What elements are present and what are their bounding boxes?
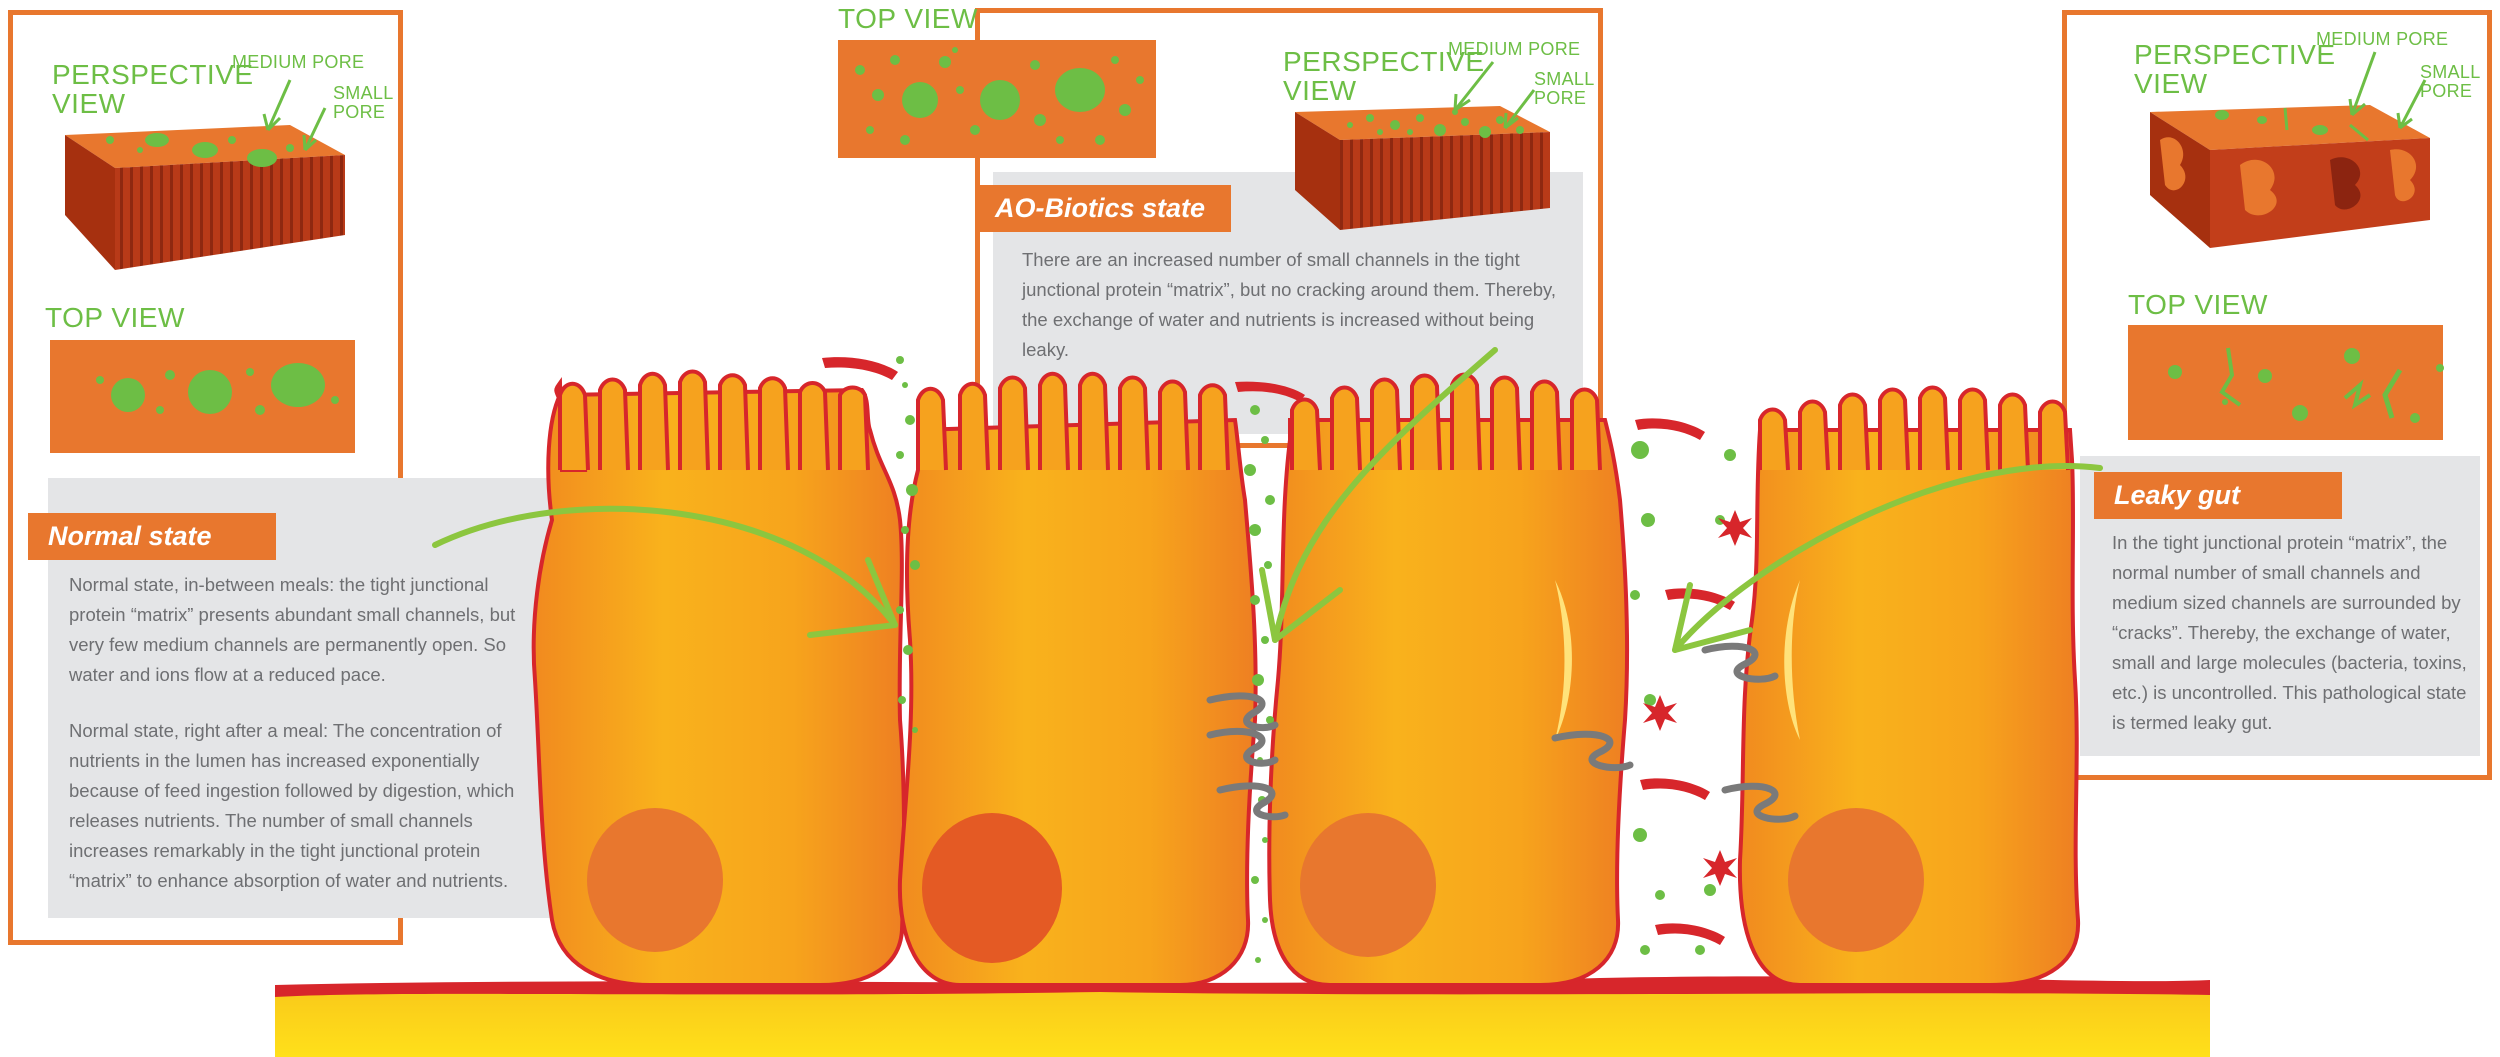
epithelial-cells bbox=[531, 369, 2081, 987]
aobiotics-top-view-label: TOP VIEW bbox=[838, 3, 978, 34]
normal-state-description: Normal state, in-between meals: the tigh… bbox=[69, 570, 547, 922]
nutrient-particles bbox=[896, 356, 1736, 963]
leaky-perspective-label: PERSPECTIVE VIEW bbox=[2134, 39, 2336, 100]
aobiotics-small-pore-label: SMALL PORE bbox=[1534, 69, 1595, 108]
aobiotics-medium-pore-label: MEDIUM PORE bbox=[1448, 39, 1581, 59]
normal-small-pore-label: SMALL PORE bbox=[333, 83, 394, 122]
leaky-state-description: In the tight junctional protein “matrix”… bbox=[2112, 532, 2467, 733]
nucleus-3 bbox=[1300, 813, 1436, 957]
normal-top-view bbox=[50, 340, 355, 453]
aobiotics-top-view bbox=[838, 40, 1156, 158]
bacteria-toxins bbox=[822, 357, 1752, 945]
aobiotics-perspective-block bbox=[1295, 106, 1550, 230]
normal-state-paragraph-2: Normal state, right after a meal: The co… bbox=[69, 720, 515, 891]
leaky-small-pore-label: SMALL PORE bbox=[2420, 62, 2481, 101]
leaky-gut-frame bbox=[2062, 10, 2492, 780]
aobiotics-perspective-label: PERSPECTIVE VIEW bbox=[1283, 46, 1485, 107]
aobiotics-state-title: AO-Biotics state bbox=[975, 185, 1231, 232]
nucleus-1 bbox=[587, 808, 723, 952]
aobiotics-state-description: There are an increased number of small c… bbox=[1022, 249, 1557, 360]
normal-state-frame bbox=[8, 10, 403, 945]
nucleus-4 bbox=[1788, 808, 1924, 952]
basement-tissue bbox=[275, 976, 2210, 1057]
label-pointers bbox=[262, 51, 2427, 152]
leaky-top-view bbox=[2128, 325, 2444, 440]
normal-top-view-label: TOP VIEW bbox=[45, 302, 185, 333]
leaky-state-title: Leaky gut bbox=[2094, 472, 2342, 519]
normal-perspective-label: PERSPECTIVE VIEW bbox=[52, 59, 254, 120]
leaky-perspective-block bbox=[2150, 105, 2430, 248]
normal-state-paragraph-1: Normal state, in-between meals: the tigh… bbox=[69, 574, 516, 685]
pointer-arrows bbox=[432, 347, 2103, 653]
leaky-top-view-label: TOP VIEW bbox=[2128, 289, 2268, 320]
normal-medium-pore-label: MEDIUM PORE bbox=[232, 52, 365, 72]
normal-state-title: Normal state bbox=[28, 513, 276, 560]
nucleus-2 bbox=[922, 813, 1062, 963]
normal-perspective-block bbox=[65, 125, 345, 270]
tight-junctions bbox=[1206, 642, 1799, 823]
leaky-medium-pore-label: MEDIUM PORE bbox=[2316, 29, 2449, 49]
